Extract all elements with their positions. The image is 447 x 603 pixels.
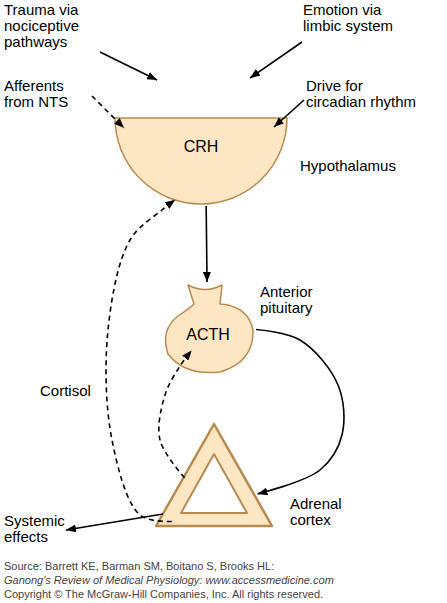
gland-hypothalamus: CRHHypothalamus	[115, 118, 287, 206]
input-label: Drive for circadian rhythm	[306, 78, 424, 110]
input-label: Emotion via limbic system	[303, 2, 418, 34]
hormone-arrow	[205, 206, 207, 282]
input-label: Afferents from NTS	[4, 78, 92, 110]
hormone-name: CRH	[115, 138, 287, 155]
hormone-arrow	[256, 330, 344, 494]
input-arrow	[250, 42, 302, 78]
input-arrow	[274, 100, 304, 127]
hormone-label: Cortisol	[40, 382, 110, 399]
feedback-arrow	[106, 200, 175, 522]
feedback-arrow	[159, 350, 192, 477]
gland-name: Anterior pituitary	[260, 284, 332, 316]
input-arrow	[92, 96, 124, 128]
node-outline	[115, 118, 287, 206]
adrenal-shape	[156, 424, 272, 526]
source-note: Source: Barrett KE, Barman SM, Boitano S…	[4, 560, 444, 572]
copyright-note: Copyright © The McGraw-Hill Companies, I…	[4, 588, 444, 600]
node-outline	[150, 418, 278, 533]
hypothalamus-shape	[115, 118, 287, 204]
gland-name: Adrenal cortex	[290, 496, 360, 528]
output-arrow	[66, 514, 163, 530]
gland-name: Hypothalamus	[300, 158, 430, 174]
input-label: Trauma via nociceptive pathways	[4, 2, 104, 50]
output-label: Systemic effects	[4, 513, 76, 545]
input-arrow	[100, 52, 157, 80]
gland-pituitary: ACTHAnterior pituitary	[160, 282, 256, 377]
source-note: Ganong's Review of Medical Physiology: w…	[4, 574, 444, 586]
hormone-name: ACTH	[160, 326, 256, 343]
gland-adrenal: Adrenal cortex	[150, 418, 278, 533]
adrenal-shape-inner	[181, 454, 247, 513]
